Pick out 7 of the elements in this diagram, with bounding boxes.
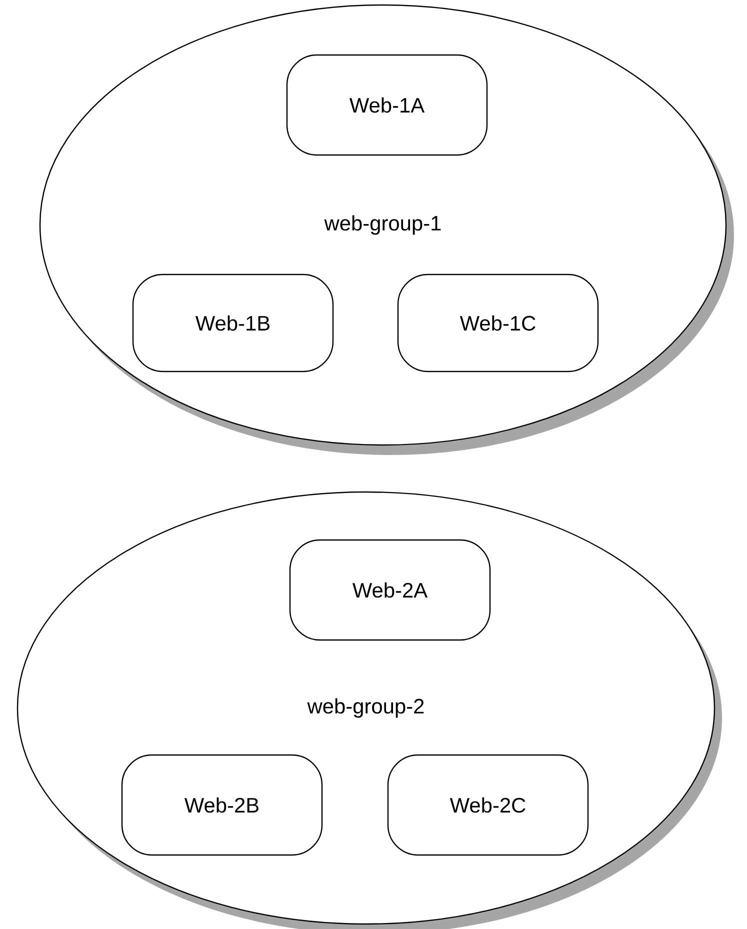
server-box: Web-2A bbox=[289, 539, 491, 641]
server-box: Web-1A bbox=[286, 54, 488, 156]
server-box: Web-1C bbox=[397, 274, 599, 372]
node-label: web-group-2 bbox=[307, 698, 424, 718]
server-box: Web-2B bbox=[121, 754, 323, 856]
server-box: Web-1B bbox=[132, 274, 334, 372]
server-box: Web-2C bbox=[387, 754, 589, 856]
